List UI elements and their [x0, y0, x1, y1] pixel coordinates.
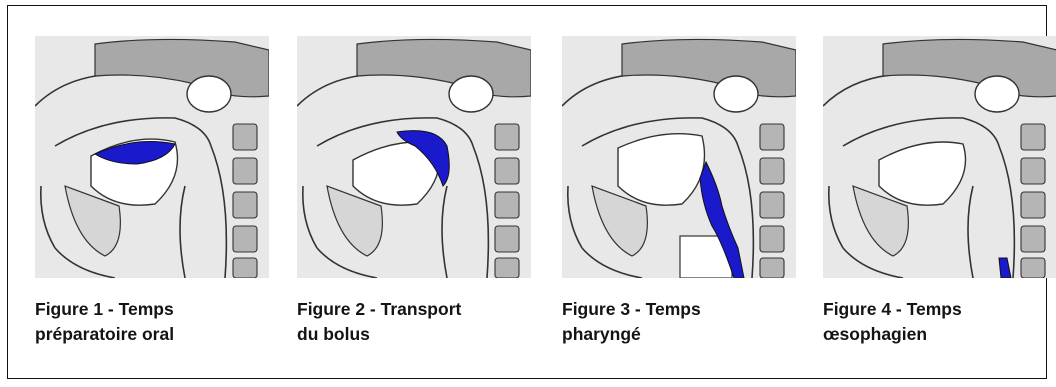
- swallow-illustration-2: [297, 36, 531, 278]
- figure-panel-2: Figure 2 - Transport du bolus: [297, 36, 542, 347]
- figure-panel-3: Figure 3 - Temps pharyngé: [562, 36, 807, 347]
- figure-panel-1: Figure 1 - Temps préparatoire oral: [35, 36, 280, 347]
- figure-caption-1: Figure 1 - Temps préparatoire oral: [35, 297, 275, 347]
- figure-strip: Figure 1 - Temps préparatoire oral: [7, 5, 1047, 379]
- swallow-illustration-4: [823, 36, 1056, 278]
- figure-caption-4: Figure 4 - Temps œsophagien: [823, 297, 1056, 347]
- figure-caption-2: Figure 2 - Transport du bolus: [297, 297, 537, 347]
- vertebrae: [233, 124, 257, 278]
- sinus: [187, 76, 231, 112]
- figure-panel-4: Figure 4 - Temps œsophagien: [823, 36, 1056, 347]
- figure-caption-3: Figure 3 - Temps pharyngé: [562, 297, 802, 347]
- bolus: [999, 258, 1011, 278]
- skull-base: [95, 39, 269, 96]
- swallow-illustration-3: [562, 36, 796, 278]
- swallow-illustration-1: [35, 36, 269, 278]
